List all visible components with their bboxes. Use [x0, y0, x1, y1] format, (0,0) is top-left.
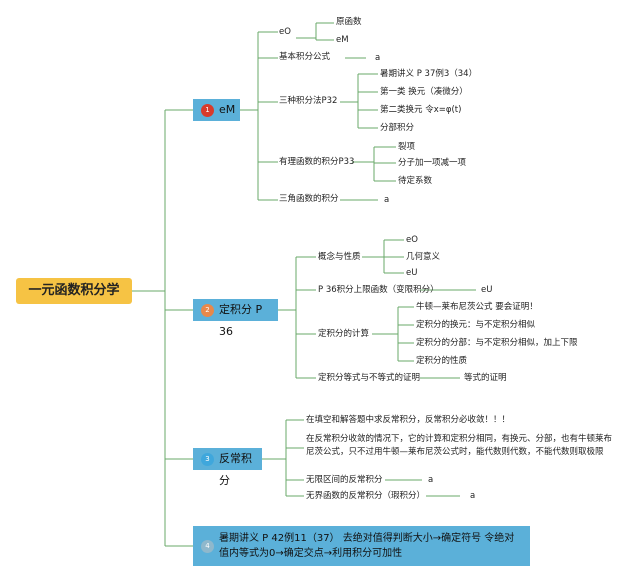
node-newton-leibniz[interactable]: 牛顿—莱布尼茨公式 要会证明！	[416, 302, 538, 312]
node-substitution[interactable]: 定积分的换元：与不定积分相似	[416, 320, 536, 330]
badge-1: 1	[201, 104, 214, 117]
note-a: a	[470, 491, 476, 501]
node-geometric[interactable]: 几何意义	[406, 252, 441, 262]
node-rational[interactable]: 有理函数的积分P33	[279, 157, 355, 167]
branch-example-absolute-value[interactable]: 4 暑期讲义 P 42例11（37） 去绝对值得判断大小→确定符号 令绝对值内等…	[193, 526, 530, 566]
node-unbounded[interactable]: 无界函数的反常积分（瑕积分）	[306, 491, 426, 501]
node-trig[interactable]: 三角函数的积分	[279, 194, 339, 204]
node-method-example[interactable]: 暑期讲义 P 37例3（34）	[380, 69, 478, 79]
node-eo[interactable]: eO	[279, 27, 291, 37]
node-basic-formulas[interactable]: 基本积分公式	[279, 52, 331, 62]
note-a: a	[428, 475, 434, 485]
node-infinite-interval[interactable]: 无限区间的反常积分	[306, 475, 383, 485]
node-eo[interactable]: eO	[406, 235, 418, 245]
node-by-parts[interactable]: 定积分的分部：与不定积分相似，加上下限	[416, 338, 578, 348]
node-undetermined[interactable]: 待定系数	[398, 176, 433, 186]
branch-label: 反常积分	[219, 452, 252, 487]
badge-4: 4	[201, 540, 214, 553]
node-split[interactable]: 裂项	[398, 142, 416, 152]
branch-label: eM	[219, 103, 236, 116]
root-topic[interactable]: 一元函数积分学	[16, 278, 132, 304]
branch-label: 暑期讲义 P 42例11（37） 去绝对值得判断大小→确定符号 令绝对值内等式为…	[219, 533, 515, 559]
node-three-methods[interactable]: 三种积分法P32	[279, 96, 338, 106]
branch-improper-integral[interactable]: 3 反常积分	[193, 448, 262, 487]
note-a: a	[384, 195, 390, 205]
node-method-first[interactable]: 第一类 换元（凑微分）	[380, 87, 468, 97]
node-em[interactable]: eM	[336, 35, 349, 45]
badge-3: 3	[201, 453, 214, 466]
branch-definite-integral[interactable]: 2 定积分 P 36	[193, 299, 278, 338]
node-properties[interactable]: 定积分的性质	[416, 356, 468, 366]
node-inequality-proof[interactable]: 定积分等式与不等式的证明	[318, 373, 421, 383]
node-convergence[interactable]: 在反常积分收敛的情况下，它的计算和定积分相同，有换元、分部，也有牛顿莱布尼茨公式…	[306, 434, 613, 457]
note-eu: eU	[481, 285, 493, 295]
node-calculation[interactable]: 定积分的计算	[318, 329, 370, 339]
node-add-subtract[interactable]: 分子加一项减一项	[398, 158, 467, 168]
node-method-second[interactable]: 第二类换元 令x=φ(t)	[380, 105, 462, 115]
note-a: a	[375, 53, 381, 63]
branch-indefinite-integral[interactable]: 1 eM	[193, 99, 240, 121]
branch-label: 定积分 P 36	[219, 303, 263, 338]
node-method-parts[interactable]: 分部积分	[380, 123, 415, 133]
node-fill-blank[interactable]: 在填空和解答题中求反常积分，反常积分必收敛！！！	[306, 415, 511, 425]
badge-2: 2	[201, 304, 214, 317]
node-concept[interactable]: 概念与性质	[318, 252, 361, 262]
node-eu[interactable]: eU	[406, 268, 418, 278]
node-upper-limit[interactable]: P 36积分上限函数（变限积分）	[318, 285, 439, 295]
note-equality-proof: 等式的证明	[464, 373, 507, 383]
node-antiderivative[interactable]: 原函数	[336, 17, 362, 27]
